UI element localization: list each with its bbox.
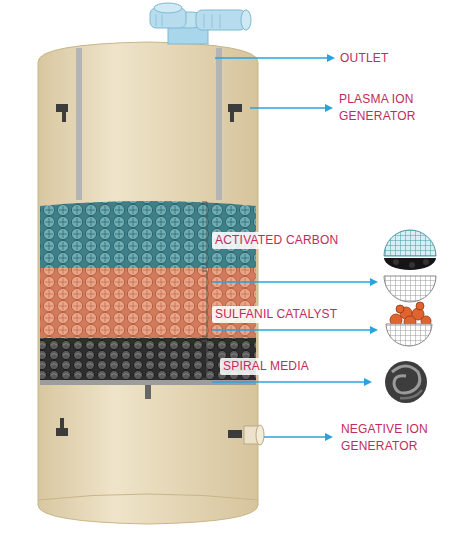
layer-label: SULFANIL CATALYST <box>212 306 340 323</box>
layer-label: SPIRAL MEDIA <box>220 358 312 375</box>
layer-label: ACTIVATED CARBON <box>212 232 341 249</box>
part-label: PLASMA ION GENERATOR <box>339 91 434 125</box>
outlet-label: OUTLET <box>340 50 389 67</box>
part-label: NEGATIVE ION GENERATOR <box>341 421 441 455</box>
